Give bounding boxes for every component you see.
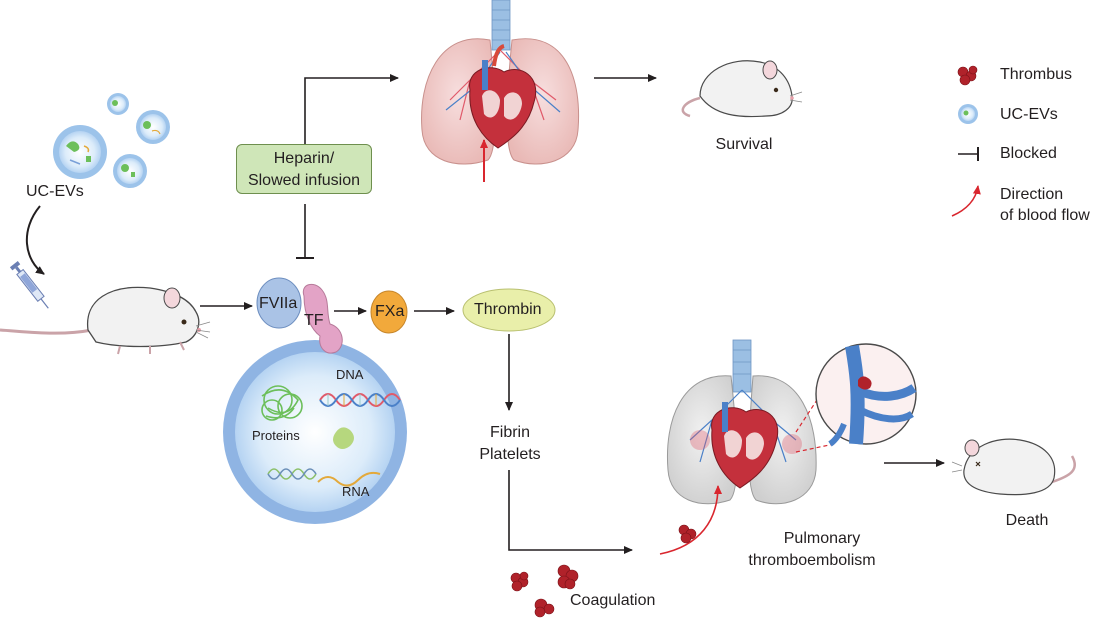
thrombus-icon [678,524,697,544]
thrombus-cluster [510,524,697,618]
legend-blocked-label: Blocked [1000,145,1057,162]
legend-flow-label-line-1: Direction [1000,186,1064,203]
legend-flow-label-line-2: of blood flow [1000,207,1090,224]
dna-helix-icon [319,393,401,407]
pte-lungs-heart [666,339,817,505]
arrow-heparin-to-lungs [304,74,399,144]
tf-protein-shape [302,283,343,354]
heparin-line-2: Slowed infusion [247,172,361,189]
thrombin-shape [462,288,556,332]
rna-label: RNA [342,484,370,499]
pte-label-line-1: Pulmonary [783,530,861,547]
thrombin-label: Thrombin [474,301,542,318]
ev-particle-small-3 [113,154,147,188]
legend-thrombus-label: Thrombus [1000,66,1073,83]
mouse-icon-injected [0,286,211,355]
protein-blob-icon [333,427,354,449]
fibrin-label: Fibrin [489,424,530,441]
pte-label-line-2: thromboembolism [748,552,876,569]
healthy-lungs-heart [421,0,580,182]
dna-label: DNA [336,367,364,382]
syringe-icon [9,261,49,309]
legend [951,65,981,217]
mouse-icon-death [951,438,1077,496]
legend-uc-evs-label: UC-EVs [1000,106,1058,123]
heparin-box: Heparin/ Slowed infusion [236,144,372,194]
fviia-protein-shape [256,277,302,329]
thrombus-icon [510,571,529,592]
injection-arrow [26,205,45,275]
uc-evs-cluster [53,93,170,188]
rna-strand-icon [317,471,381,487]
dna-small-icon [267,468,317,480]
ev-cargo-vesicle [223,340,407,524]
proteins-label: Proteins [252,428,300,443]
thrombus-icon [534,598,555,618]
fxa-label: FXa [375,303,405,320]
uc-evs-label: UC-EVs [26,183,84,200]
ev-particle-large [53,125,107,179]
thrombus-icon [557,564,579,590]
platelets-label: Platelets [479,446,541,463]
fviia-label: FVIIa [259,295,298,312]
vessel-zoom-circle [815,343,917,447]
legend-blocked-icon [958,147,979,161]
ev-particle-small-2 [136,110,170,144]
survival-label: Survival [715,136,773,153]
flow-arrow-to-pte [659,485,722,555]
ev-particle-small-1 [107,93,129,115]
coagulation-label: Coagulation [570,592,656,609]
mouse-icon-survival [681,60,803,118]
death-label: Death [1005,512,1049,529]
heparin-line-1: Heparin/ [273,150,335,167]
fxa-protein-shape [370,290,408,334]
tf-label: TF [304,312,324,329]
arrow-platelets-to-coagulation [508,470,633,554]
legend-thrombus-icon [957,65,978,86]
legend-flow-arrow-icon [951,185,981,217]
proteins-icon [261,385,303,421]
legend-uc-evs-icon [958,104,978,124]
